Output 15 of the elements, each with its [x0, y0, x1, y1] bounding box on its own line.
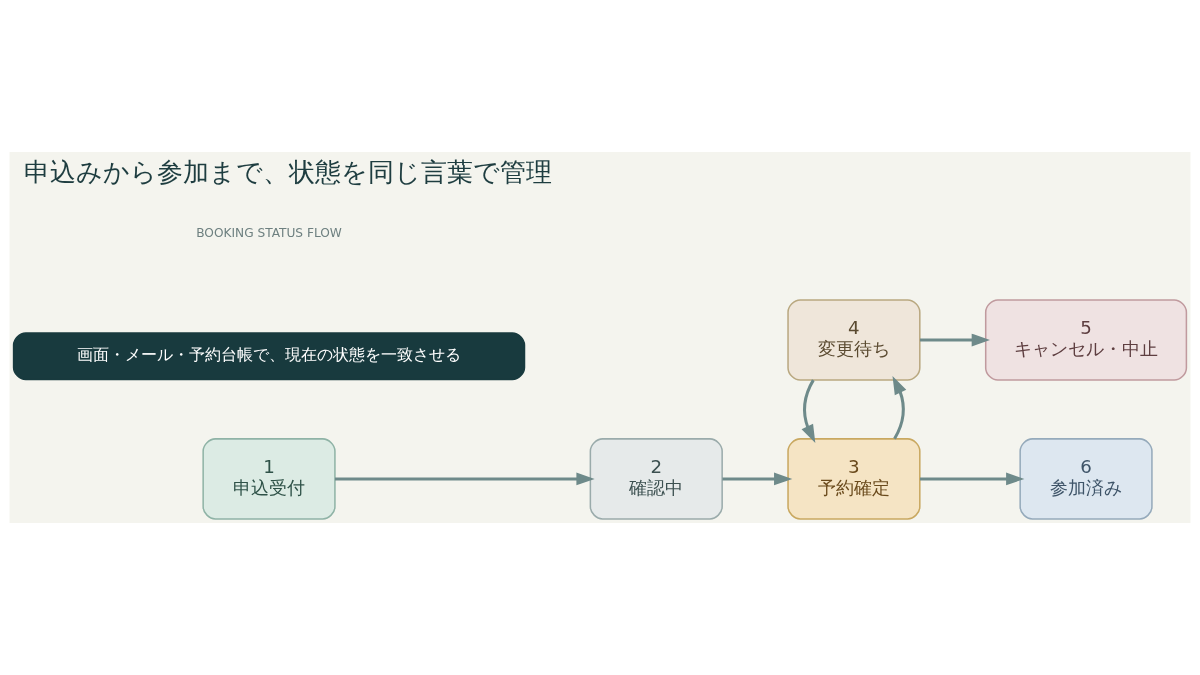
node-box: 6 参加済み: [1019, 438, 1153, 520]
node-box: 4 変更待ち: [787, 299, 921, 381]
arrow: [801, 379, 816, 443]
arrow: [334, 472, 595, 486]
node-box: 画面・メール・予約台帳で、現在の状態を一致させる: [12, 332, 526, 381]
arrow: [722, 472, 793, 486]
node-box: 5 キャンセル・中止: [984, 299, 1188, 381]
node-box: 1 申込受付: [202, 438, 336, 520]
diagram-title: 申込みから参加まで、状態を同じ言葉で管理: [24, 157, 553, 188]
arrow: [919, 333, 990, 347]
node-box: 3 予約確定: [787, 438, 921, 520]
node-box: 2 確認中: [589, 438, 723, 520]
arrow: [892, 376, 907, 440]
label: BOOKING STATUS FLOW: [196, 225, 342, 240]
arrow: [919, 472, 1025, 486]
